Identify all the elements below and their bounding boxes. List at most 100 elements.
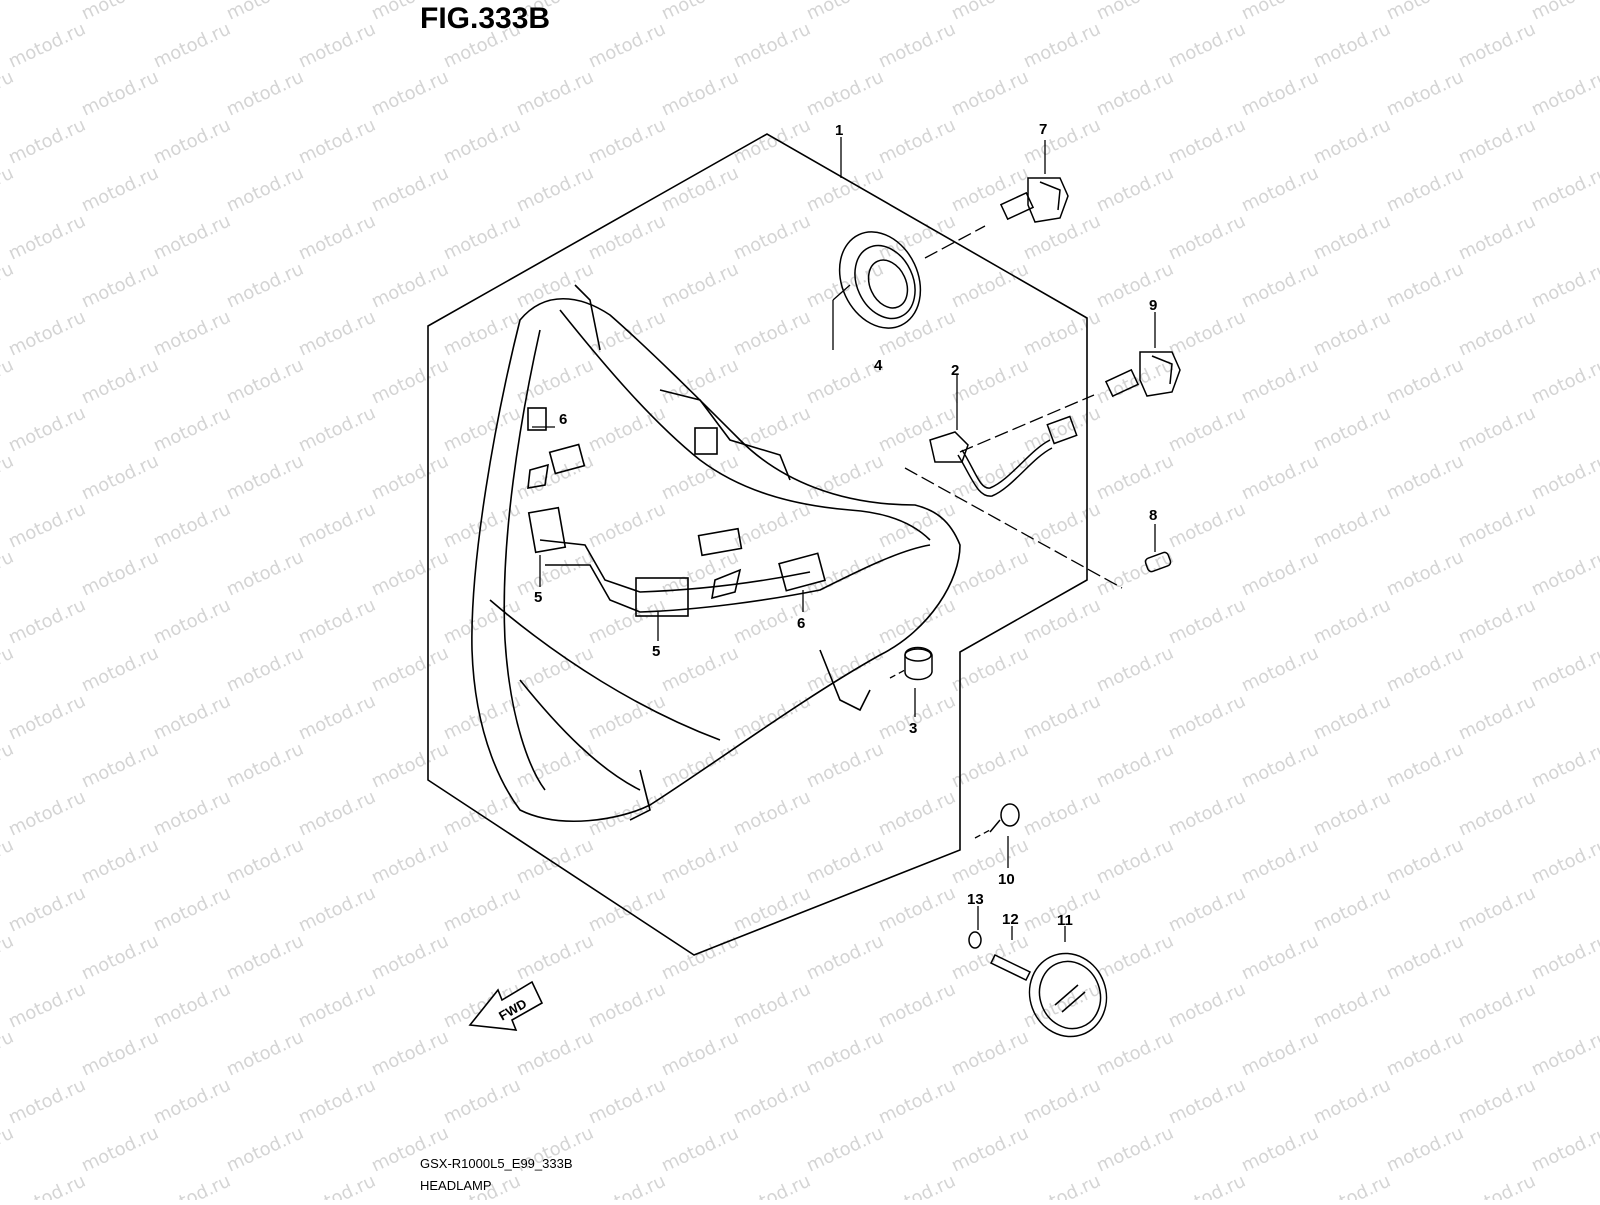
watermark-text: motod.ru: [1093, 739, 1177, 793]
watermark-text: motod.ru: [875, 883, 959, 937]
watermark-text: motod.ru: [78, 643, 162, 697]
watermark-text: motod.ru: [875, 1075, 959, 1129]
watermark-text: motod.ru: [5, 307, 89, 361]
callout-4: 4: [874, 357, 883, 374]
watermark-text: motod.ru: [1165, 211, 1249, 265]
watermark-text: motod.ru: [1093, 547, 1177, 601]
watermark-text: motod.ru: [803, 67, 887, 121]
label-patch-5b: [635, 577, 689, 617]
watermark-text: motod.ru: [440, 211, 524, 265]
watermark-text: motod.ru: [1310, 115, 1394, 169]
watermark-text: motod.ru: [1383, 355, 1467, 409]
watermark-text: motod.ru: [150, 211, 234, 265]
watermark-text: motod.ru: [1528, 835, 1600, 889]
watermark-text: motod.ru: [585, 1171, 669, 1200]
callout-5b: 5: [652, 643, 660, 660]
watermark-text: motod.ru: [1528, 451, 1600, 505]
watermark-text: motod.ru: [368, 67, 452, 121]
watermark-text: motod.ru: [1455, 883, 1539, 937]
watermark-text: motod.ru: [1238, 67, 1322, 121]
watermark-text: motod.ru: [1310, 979, 1394, 1033]
watermark-text: motod.ru: [1238, 0, 1322, 25]
watermark-text: motod.ru: [78, 163, 162, 217]
watermark-text: motod.ru: [875, 115, 959, 169]
watermark-text: motod.ru: [730, 883, 814, 937]
watermark-text: motod.ru: [0, 259, 17, 313]
watermark-text: motod.ru: [803, 163, 887, 217]
watermark-text: motod.ru: [1020, 595, 1104, 649]
watermark-text: motod.ru: [1455, 691, 1539, 745]
callout-13: 13: [967, 891, 984, 908]
assembly-outline: [427, 133, 1088, 956]
vent-slot: [548, 443, 586, 475]
watermark-text: motod.ru: [1093, 643, 1177, 697]
watermark-text: motod.ru: [1020, 1171, 1104, 1200]
watermark-text: motod.ru: [1238, 451, 1322, 505]
watermark-text: motod.ru: [223, 163, 307, 217]
watermark-text: motod.ru: [223, 835, 307, 889]
watermark-text: motod.ru: [1238, 259, 1322, 313]
watermark-text: motod.ru: [440, 787, 524, 841]
watermark-text: motod.ru: [78, 931, 162, 985]
callout-8: 8: [1149, 507, 1157, 524]
watermark-text: motod.ru: [78, 547, 162, 601]
watermark-text: motod.ru: [803, 259, 887, 313]
watermark-text: motod.ru: [875, 787, 959, 841]
watermark-text: motod.ru: [1528, 355, 1600, 409]
watermark-text: motod.ru: [1383, 931, 1467, 985]
watermark-text: motod.ru: [1455, 979, 1539, 1033]
watermark-text: motod.ru: [440, 115, 524, 169]
callout-12: 12: [1002, 911, 1019, 928]
watermark-text: motod.ru: [513, 259, 597, 313]
watermark-text: motod.ru: [150, 499, 234, 553]
headlamp-housing: [471, 284, 961, 822]
watermark-text: motod.ru: [730, 1171, 814, 1200]
watermark-text: motod.ru: [78, 67, 162, 121]
watermark-text: motod.ru: [1238, 835, 1322, 889]
watermark-text: motod.ru: [1165, 115, 1249, 169]
watermark-text: motod.ru: [730, 499, 814, 553]
watermark-text: motod.ru: [1383, 643, 1467, 697]
watermark-text: motod.ru: [1165, 883, 1249, 937]
figure-title: FIG.333B: [420, 2, 551, 35]
watermark-text: motod.ru: [0, 1123, 17, 1177]
watermark-text: motod.ru: [0, 163, 17, 217]
watermark-text: motod.ru: [1093, 451, 1177, 505]
watermark-text: motod.ru: [295, 307, 379, 361]
watermark-text: motod.ru: [1383, 0, 1467, 25]
watermark-text: motod.ru: [585, 883, 669, 937]
watermark-text: motod.ru: [1310, 19, 1394, 73]
watermark-text: motod.ru: [585, 1075, 669, 1129]
watermark-text: motod.ru: [1310, 883, 1394, 937]
watermark-text: motod.ru: [1455, 1171, 1539, 1200]
watermark-text: motod.ru: [223, 0, 307, 25]
watermark-text: motod.ru: [368, 451, 452, 505]
dash-bulb-9: [959, 394, 1095, 453]
watermark-text: motod.ru: [730, 115, 814, 169]
watermark-text: motod.ru: [295, 1075, 379, 1129]
watermark-text: motod.ru: [585, 19, 669, 73]
callout-3: 3: [909, 720, 917, 737]
watermark-text: motod.ru: [1310, 787, 1394, 841]
watermark-text: motod.ru: [875, 1171, 959, 1200]
bulb-part-7: [999, 177, 1069, 223]
watermark-text: motod.ru: [875, 499, 959, 553]
watermark-text: motod.ru: [658, 1123, 742, 1177]
watermark-text: motod.ru: [803, 1123, 887, 1177]
watermark-text: motod.ru: [1455, 1075, 1539, 1129]
watermark-text: motod.ru: [1165, 307, 1249, 361]
leader-lines: [532, 137, 1156, 942]
watermark-text: motod.ru: [150, 595, 234, 649]
watermark-text: motod.ru: [0, 643, 17, 697]
watermark-text: motod.ru: [1455, 403, 1539, 457]
watermark-text: motod.ru: [440, 499, 524, 553]
watermark-text: motod.ru: [1528, 643, 1600, 697]
callout-2: 2: [951, 362, 959, 379]
watermark-text: motod.ru: [1020, 787, 1104, 841]
vent-slot-3: [711, 568, 742, 600]
watermark-text: motod.ru: [875, 979, 959, 1033]
watermark-text: motod.ru: [1383, 1027, 1467, 1081]
watermark-text: motod.ru: [730, 19, 814, 73]
